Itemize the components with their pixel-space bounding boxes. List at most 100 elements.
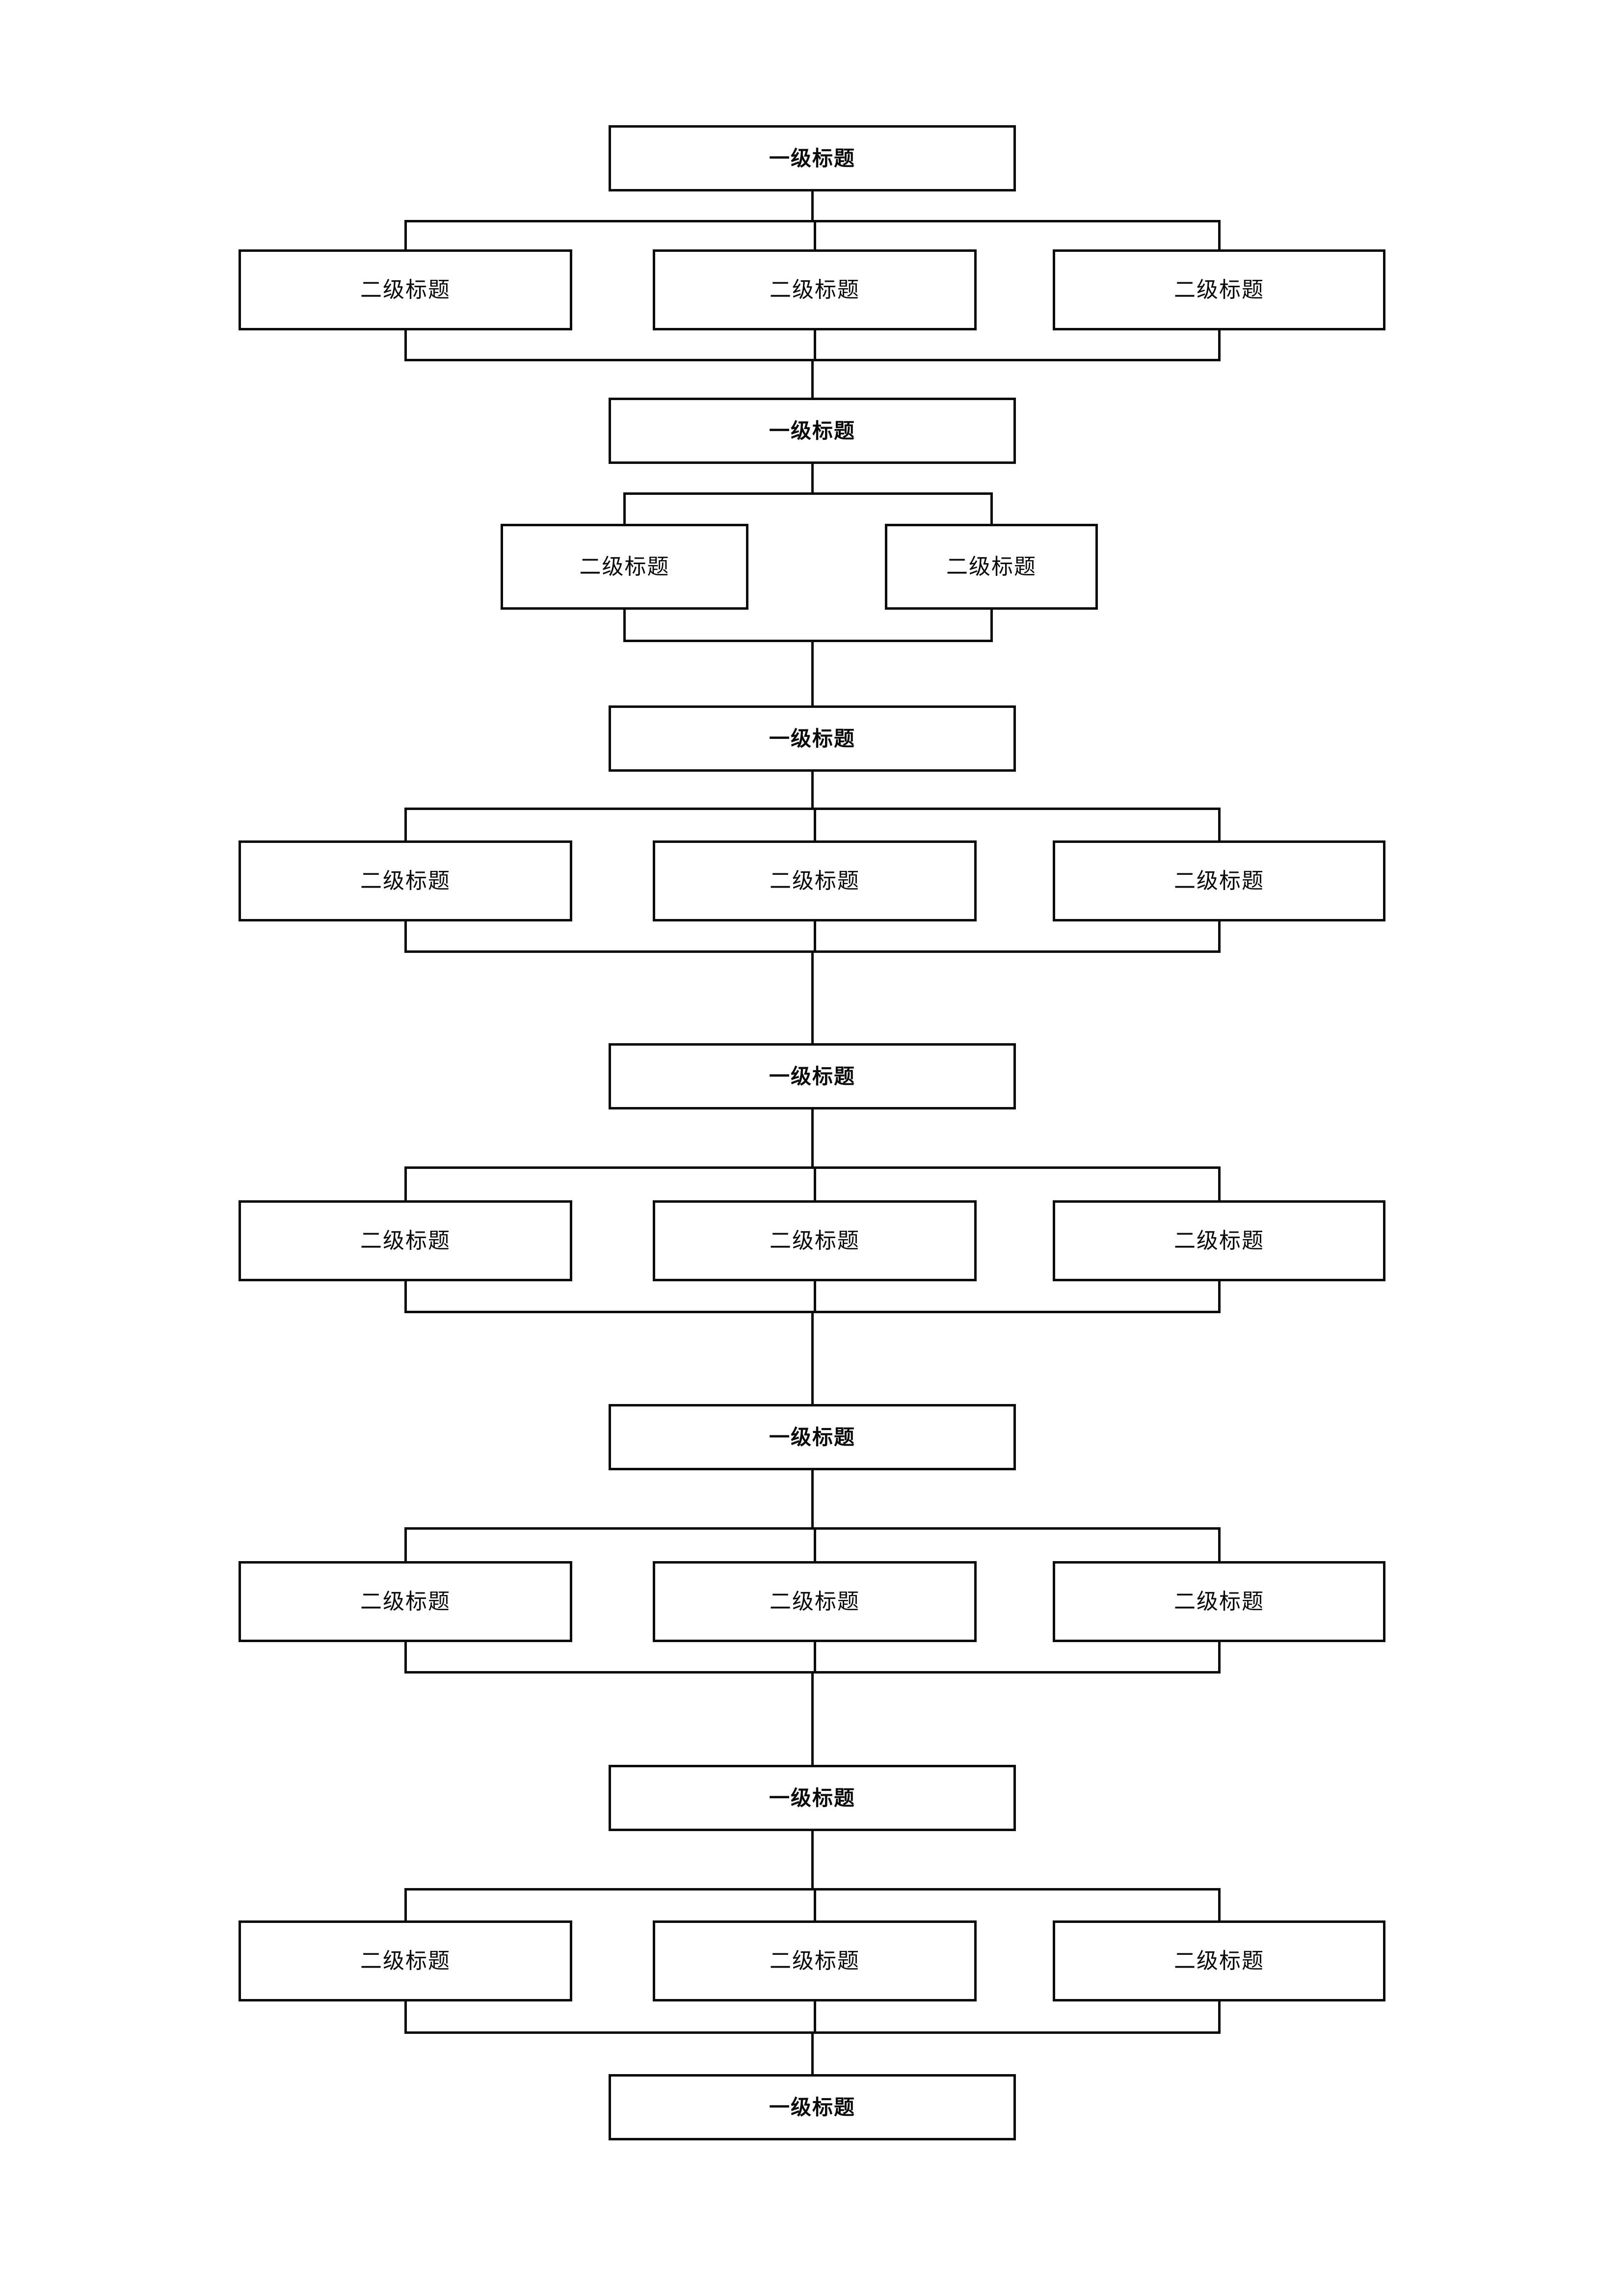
level1-heading-label: 一级标题 [769,1786,855,1810]
level2-heading-label: 二级标题 [1174,277,1264,302]
connector-child-rise [404,921,407,951]
connector-child-drop [1218,1889,1221,1920]
connector-child-drop [990,493,993,524]
level2-heading-label: 二级标题 [770,868,860,893]
level2-heading-box[interactable]: 二级标题 [1053,1561,1385,1642]
level2-heading-box[interactable]: 二级标题 [653,1200,977,1281]
connector-child-drop [623,493,626,524]
connector-child-rise [813,330,816,360]
level1-heading-box[interactable]: 一级标题 [609,1404,1016,1470]
level2-heading-label: 二级标题 [1174,1948,1264,1973]
level1-heading-label: 一级标题 [769,1425,855,1449]
connector-child-rise [404,2001,407,2032]
connector-child-rise [1218,1281,1221,1312]
connector-child-rise [623,610,626,641]
level2-heading-box[interactable]: 二级标题 [239,1561,572,1642]
connector-child-rise [813,2001,816,2032]
connector-child-drop [404,1167,407,1200]
connector-child-drop [813,1167,816,1200]
connector-child-drop [404,221,407,249]
connector-top-bus [404,1888,1221,1891]
connector-top-bus [404,1166,1221,1169]
level2-heading-label: 二级标题 [360,277,451,302]
connector-child-rise [404,1642,407,1672]
connector-child-rise [1218,1642,1221,1672]
connector-parent-stem [811,772,814,809]
level2-heading-box[interactable]: 二级标题 [1053,249,1385,330]
connector-bottom-bus [623,639,993,642]
connector-child-drop [813,1528,816,1561]
connector-top-bus [404,1527,1221,1530]
connector-child-rise [990,610,993,641]
connector-parent-stem [811,1109,814,1167]
level1-heading-box[interactable]: 一级标题 [609,2074,1016,2140]
level1-heading-label: 一级标题 [769,419,855,442]
level1-heading-box[interactable]: 一级标题 [609,1043,1016,1109]
level2-heading-label: 二级标题 [770,1228,860,1253]
level2-heading-label: 二级标题 [1174,1589,1264,1614]
level2-heading-box[interactable]: 二级标题 [239,1920,572,2001]
level2-heading-label: 二级标题 [360,868,451,893]
level2-heading-box[interactable]: 二级标题 [653,840,977,921]
connector-merge-stem [811,1312,814,1404]
level2-heading-box[interactable]: 二级标题 [501,524,748,610]
connector-parent-stem [811,191,814,221]
connector-child-rise [813,921,816,951]
connector-child-drop [1218,1528,1221,1561]
level2-heading-box[interactable]: 二级标题 [885,524,1098,610]
level1-heading-label: 一级标题 [769,2095,855,2119]
level1-heading-box[interactable]: 一级标题 [609,125,1016,191]
connector-child-drop [1218,1167,1221,1200]
connector-child-rise [404,330,407,360]
connector-child-rise [813,1281,816,1312]
level1-heading-label: 一级标题 [769,1064,855,1088]
connector-child-drop [404,809,407,840]
level1-heading-label: 一级标题 [769,146,855,170]
connector-child-drop [813,221,816,249]
level2-heading-box[interactable]: 二级标题 [653,1561,977,1642]
connector-child-rise [404,1281,407,1312]
level2-heading-box[interactable]: 二级标题 [239,1200,572,1281]
connector-merge-stem [811,951,814,1043]
connector-merge-stem [811,360,814,398]
level2-heading-label: 二级标题 [360,1228,451,1253]
level1-heading-box[interactable]: 一级标题 [609,705,1016,772]
connector-child-rise [1218,330,1221,360]
connector-parent-stem [811,1470,814,1528]
level2-heading-box[interactable]: 二级标题 [1053,1920,1385,2001]
connector-top-bus [623,492,993,495]
level2-heading-label: 二级标题 [360,1948,451,1973]
connector-merge-stem [811,2032,814,2074]
level1-heading-label: 一级标题 [769,727,855,750]
connector-child-drop [813,809,816,840]
connector-child-drop [1218,809,1221,840]
level1-heading-box[interactable]: 一级标题 [609,1765,1016,1831]
connector-child-rise [1218,2001,1221,2032]
level2-heading-label: 二级标题 [770,1589,860,1614]
level2-heading-label: 二级标题 [1174,1228,1264,1253]
level2-heading-box[interactable]: 二级标题 [1053,840,1385,921]
level2-heading-box[interactable]: 二级标题 [653,249,977,330]
level1-heading-box[interactable]: 一级标题 [609,398,1016,464]
level2-heading-box[interactable]: 二级标题 [239,840,572,921]
connector-child-rise [813,1642,816,1672]
connector-child-drop [404,1528,407,1561]
connector-top-bus [404,807,1221,810]
level2-heading-label: 二级标题 [946,554,1037,579]
connector-top-bus [404,219,1221,222]
level2-heading-label: 二级标题 [1174,868,1264,893]
level2-heading-label: 二级标题 [360,1589,451,1614]
level2-heading-label: 二级标题 [579,554,670,579]
connector-child-drop [1218,221,1221,249]
connector-parent-stem [811,1831,814,1889]
connector-child-drop [813,1889,816,1920]
level2-heading-label: 二级标题 [770,1948,860,1973]
connector-merge-stem [811,641,814,705]
connector-parent-stem [811,464,814,493]
connector-child-rise [1218,921,1221,951]
connector-child-drop [404,1889,407,1920]
level2-heading-box[interactable]: 二级标题 [1053,1200,1385,1281]
level2-heading-box[interactable]: 二级标题 [239,249,572,330]
level2-heading-box[interactable]: 二级标题 [653,1920,977,2001]
